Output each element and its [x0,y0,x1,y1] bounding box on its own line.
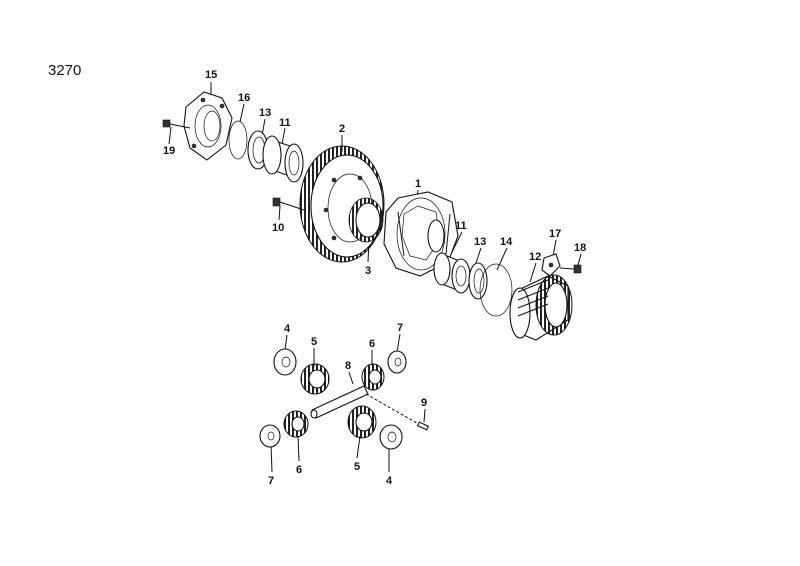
pinion-shaft [310,385,369,419]
callout-5-lower: 5 [354,461,360,473]
callout-labels: 15 16 13 11 19 2 1 10 11 13 14 17 18 3 1… [163,69,586,487]
thrust-washer-4a [273,348,297,376]
callout-6: 6 [369,338,375,350]
snap-ring-upper [228,120,248,160]
callout-5: 5 [311,336,317,348]
callout-16: 16 [238,92,250,104]
callout-12: 12 [529,251,541,263]
pinion-gear-6a [361,363,385,391]
callout-17: 17 [549,228,561,240]
callout-15: 15 [205,69,217,81]
callout-13: 13 [259,107,271,119]
lock-pin [416,421,430,431]
side-gear-5a [300,363,330,395]
callout-11-lower: 11 [455,220,467,232]
callout-7-lower: 7 [268,475,274,487]
callout-8: 8 [345,360,351,372]
callout-10: 10 [272,222,284,234]
drive-gear [348,197,384,243]
side-gear-5b [347,405,377,439]
callout-1: 1 [415,178,421,190]
callout-7: 7 [397,322,403,334]
callout-19: 19 [163,145,175,157]
tapered-bearing-lower [433,252,471,294]
lock-plate-bolt [559,264,582,274]
leader-lines [168,82,582,473]
callout-13-lower: 13 [474,236,486,248]
pinion-gear-6b [283,410,309,438]
callout-14: 14 [500,236,513,248]
callout-2: 2 [339,123,345,135]
tapered-bearing-upper [262,135,304,183]
callout-4-lower: 4 [386,475,393,487]
callout-18: 18 [574,242,586,254]
callout-4: 4 [284,323,291,335]
callout-11: 11 [279,117,291,129]
thrust-washer-4b [379,424,403,450]
diagram-code: 3270 [48,62,82,79]
bearing-race-lower [468,262,488,300]
flange-bolt [162,119,191,129]
thrust-washer-7b [259,424,281,448]
o-ring [479,263,513,317]
bearing-flange [183,91,233,161]
callout-6-lower: 6 [296,464,302,476]
ring-gear-bolt [272,197,305,211]
callout-3: 3 [365,265,371,277]
shaft-pin-guide [365,393,423,427]
bearing-adjuster [509,274,573,341]
callout-9: 9 [421,397,427,409]
thrust-washer-7a [387,350,407,374]
